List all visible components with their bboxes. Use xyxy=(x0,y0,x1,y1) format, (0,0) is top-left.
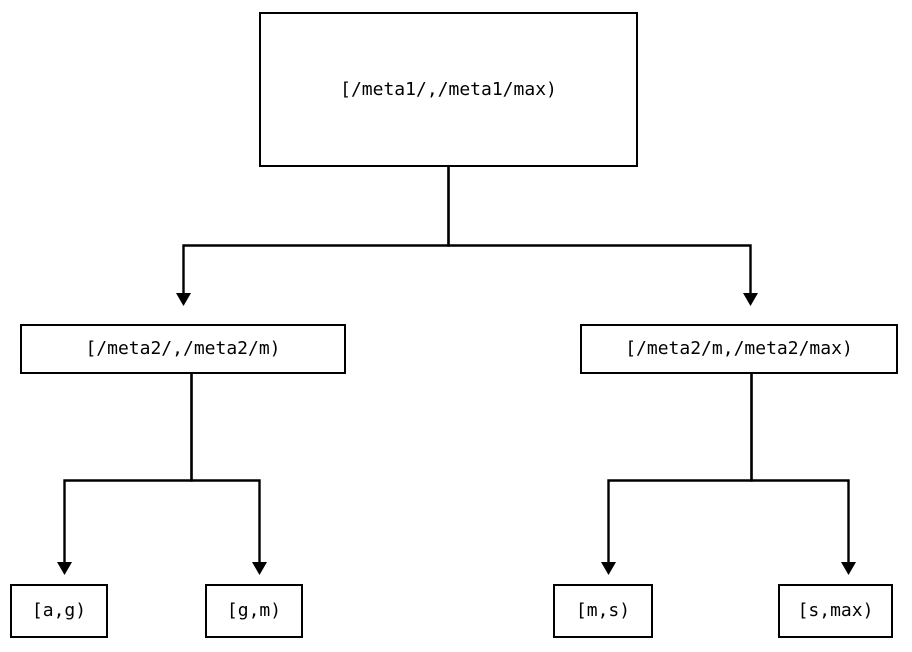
edge-root-to-mid-left xyxy=(176,167,450,306)
arrowhead-down-icon xyxy=(601,562,616,575)
tree-node-leaf-gm-label: [g,m) xyxy=(226,600,282,621)
tree-node-leaf-ag: [a,g) xyxy=(10,584,108,638)
arrowhead-down-icon xyxy=(743,293,758,306)
tree-node-leaf-smax: [s,max) xyxy=(778,584,893,638)
tree-node-root-label: [/meta1/,/meta1/max) xyxy=(340,78,557,100)
tree-node-mid-left-label: [/meta2/,/meta2/m) xyxy=(85,338,281,359)
tree-node-mid-right-label: [/meta2/m,/meta2/max) xyxy=(625,338,853,359)
edge-midright-to-leaf-smax xyxy=(750,374,856,575)
tree-node-root: [/meta1/,/meta1/max) xyxy=(259,12,638,167)
arrowhead-down-icon xyxy=(176,293,191,306)
tree-node-leaf-ms-label: [m,s) xyxy=(575,600,631,621)
tree-node-leaf-ms: [m,s) xyxy=(553,584,653,638)
edge-root-to-mid-right xyxy=(447,167,758,306)
edge-midleft-to-leaf-gm xyxy=(190,374,267,575)
tree-node-leaf-gm: [g,m) xyxy=(205,584,303,638)
arrowhead-down-icon xyxy=(252,562,267,575)
tree-node-mid-left: [/meta2/,/meta2/m) xyxy=(20,324,346,374)
tree-node-mid-right: [/meta2/m,/meta2/max) xyxy=(580,324,898,374)
edge-midleft-to-leaf-ag xyxy=(57,374,193,575)
edge-midright-to-leaf-ms xyxy=(601,374,753,575)
arrowhead-down-icon xyxy=(841,562,856,575)
tree-node-leaf-smax-label: [s,max) xyxy=(797,600,874,621)
arrowhead-down-icon xyxy=(57,562,72,575)
tree-node-leaf-ag-label: [a,g) xyxy=(31,600,87,621)
